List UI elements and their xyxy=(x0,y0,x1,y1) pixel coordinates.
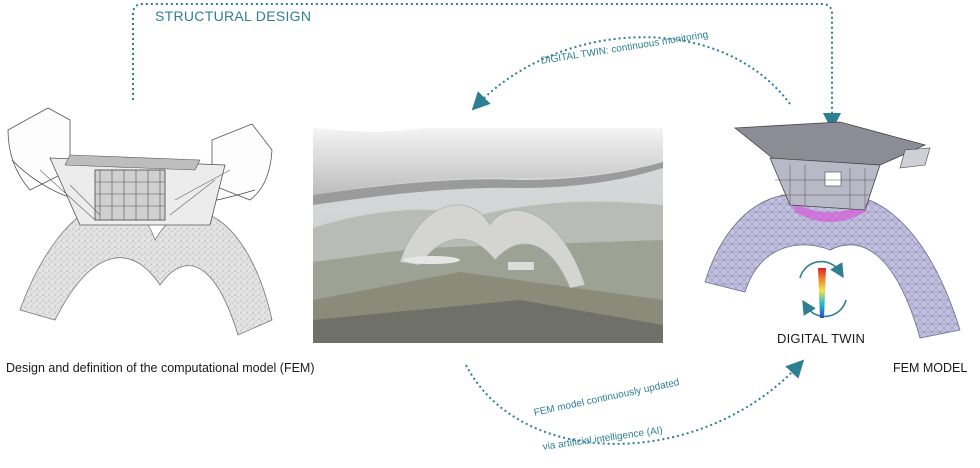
structural-design-connector xyxy=(132,3,841,131)
digital-twin-monitoring-arrow xyxy=(471,36,791,111)
bridge-render-image xyxy=(313,108,663,343)
design-caption: Design and definition of the computation… xyxy=(6,361,315,375)
fem-update-arrow xyxy=(465,359,805,445)
fem-model-illustration xyxy=(704,121,961,339)
design-model-illustration xyxy=(7,107,273,336)
stress-gradient-icon xyxy=(818,268,826,318)
structural-design-label: STRUCTURAL DESIGN xyxy=(155,8,312,24)
refresh-cycle-icon xyxy=(799,260,847,318)
digital-twin-badge-label: DIGITAL TWIN xyxy=(777,331,866,346)
fem-model-caption: FEM MODEL xyxy=(893,361,968,375)
